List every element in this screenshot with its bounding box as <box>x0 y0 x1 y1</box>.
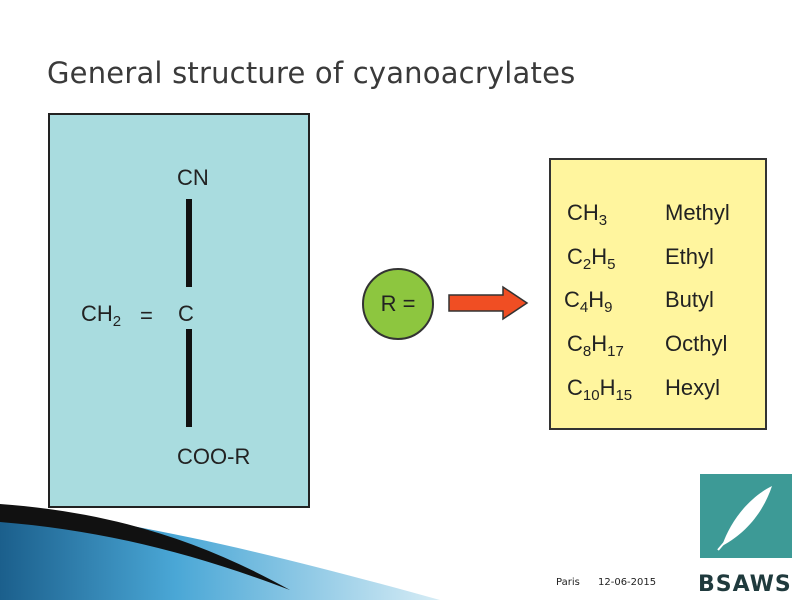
r-label: R = <box>380 291 416 316</box>
cn-group: CN <box>177 165 209 190</box>
substituents-panel: CH3 Methyl C2H5 Ethyl C4H9 Butyl C8H17 O… <box>549 158 767 430</box>
r-circle: R = <box>362 268 434 340</box>
substituent-row: C2H5 Ethyl <box>551 244 765 274</box>
substituent-formula: C4H9 <box>564 287 613 316</box>
decorative-swoosh <box>0 504 440 600</box>
logo-mark <box>700 474 792 558</box>
substituent-row: CH3 Methyl <box>551 200 765 230</box>
substituent-formula: C8H17 <box>567 331 624 360</box>
double-bond-sign: = <box>140 303 153 328</box>
substituent-name: Methyl <box>665 200 730 225</box>
structure-panel: CN CH2 = C COO-R <box>48 113 310 508</box>
substituent-formula: CH3 <box>567 200 608 229</box>
substituent-row: C10H15 Hexyl <box>551 375 765 405</box>
substituent-name: Butyl <box>665 287 714 312</box>
logo-text: BSAWS <box>698 572 792 597</box>
substituent-formula: C10H15 <box>567 375 633 404</box>
slide-title: General structure of cyanoacrylates <box>47 56 576 90</box>
footer-location: Paris <box>556 577 580 588</box>
substituent-formula: C2H5 <box>567 244 616 273</box>
substituent-row: C8H17 Octhyl <box>551 331 765 361</box>
right-arrow-icon <box>448 285 529 321</box>
coo-r-group: COO-R <box>177 444 251 469</box>
center-carbon: C <box>178 301 194 326</box>
substituent-name: Ethyl <box>665 244 714 269</box>
substituent-name: Hexyl <box>665 375 721 400</box>
substituent-row: C4H9 Butyl <box>551 287 765 317</box>
bond-bottom <box>186 329 192 427</box>
substituent-name: Octhyl <box>665 331 728 356</box>
feather-icon <box>717 486 772 551</box>
bond-top <box>186 199 192 287</box>
ch2-group: CH2 <box>81 301 122 330</box>
footer-date: 12-06-2015 <box>598 577 657 588</box>
